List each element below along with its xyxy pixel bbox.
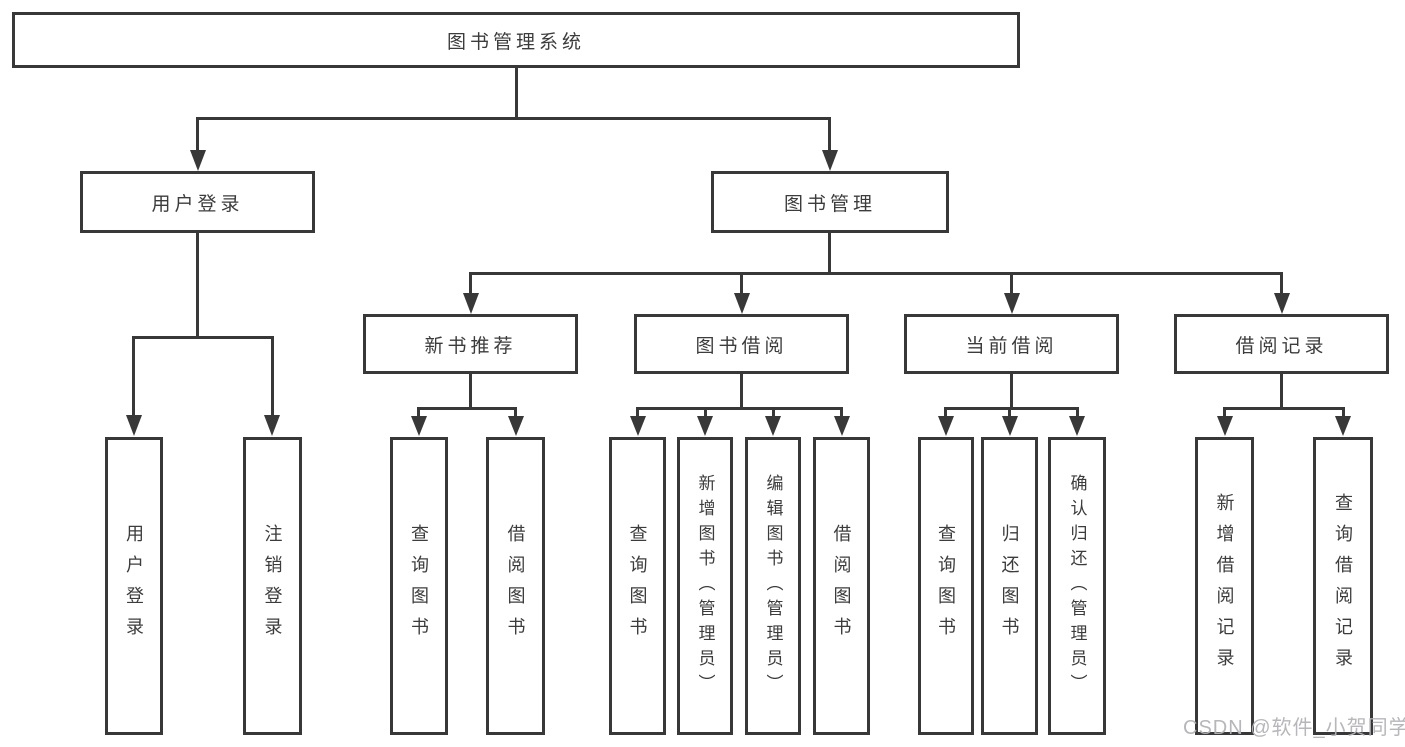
connector-line	[271, 336, 274, 416]
leaf-logout: 注销登录	[243, 437, 302, 735]
arrow-head-icon	[463, 293, 479, 314]
leaf-label: 借阅图书	[505, 524, 526, 648]
connector-line	[1280, 374, 1283, 407]
arrow-head-icon	[1004, 293, 1020, 314]
connector-line	[1342, 407, 1345, 417]
leaf-label: 查询借阅记录	[1333, 493, 1353, 679]
arrow-head-icon	[1002, 416, 1018, 436]
leaf-label: 注销登录	[262, 524, 283, 648]
node-label: 借阅记录	[1235, 335, 1328, 357]
arrow-head-icon	[1069, 416, 1085, 436]
leaf-label: 归还图书	[999, 524, 1020, 648]
csdn-watermark: CSDN @软件_小贺同学	[1183, 717, 1405, 739]
leaf-query-books: 查询图书	[390, 437, 448, 735]
connector-line	[1010, 374, 1013, 407]
node-new-book-recommendation: 新书推荐	[363, 314, 578, 374]
leaf-user-login: 用户登录	[105, 437, 163, 735]
leaf-borrow-books: 借阅图书	[486, 437, 545, 735]
node-book-borrowing: 图书借阅	[634, 314, 849, 374]
arrow-head-icon	[630, 416, 646, 436]
connector-line	[514, 407, 517, 417]
connector-line	[636, 407, 639, 417]
leaf-query-books: 查询图书	[609, 437, 666, 735]
leaf-query-borrow-record: 查询借阅记录	[1313, 437, 1373, 735]
connector-line	[132, 336, 135, 416]
connector-line	[1008, 407, 1011, 417]
leaf-label: 确认归还（管理员）	[1067, 473, 1087, 699]
leaf-label: 用户登录	[124, 524, 144, 648]
leaf-query-books: 查询图书	[918, 437, 974, 735]
connector-line	[772, 407, 775, 417]
arrow-head-icon	[1335, 416, 1351, 436]
connector-line	[828, 117, 831, 152]
connector-line	[469, 272, 1282, 275]
leaf-add-borrow-record: 新增借阅记录	[1195, 437, 1254, 735]
connector-line	[1076, 407, 1079, 417]
node-label: 图书借阅	[695, 335, 788, 357]
leaf-add-books-admin: 新增图书（管理员）	[677, 437, 733, 735]
leaf-edit-books-admin: 编辑图书（管理员）	[745, 437, 801, 735]
node-label: 当前借阅	[965, 335, 1058, 357]
connector-line	[1280, 272, 1283, 294]
connector-line	[196, 233, 199, 336]
leaf-confirm-return-admin: 确认归还（管理员）	[1048, 437, 1106, 735]
connector-line	[196, 117, 199, 152]
leaf-label: 查询图书	[627, 524, 648, 648]
connector-line	[515, 68, 518, 120]
connector-line	[828, 233, 831, 272]
node-label: 图书管理系统	[446, 31, 585, 53]
connector-line	[417, 407, 517, 410]
connector-line	[196, 117, 831, 120]
connector-line	[740, 374, 743, 407]
arrow-head-icon	[765, 416, 781, 436]
connector-line	[469, 272, 472, 294]
connector-line	[1223, 407, 1226, 417]
leaf-label: 借阅图书	[831, 524, 852, 648]
connector-line	[636, 407, 843, 410]
connector-line	[740, 272, 743, 294]
arrow-head-icon	[508, 416, 524, 436]
node-user-login: 用户登录	[80, 171, 315, 233]
arrow-head-icon	[938, 416, 954, 436]
connector-line	[469, 374, 472, 407]
leaf-label: 新增借阅记录	[1214, 493, 1235, 679]
leaf-return-books: 归还图书	[981, 437, 1038, 735]
connector-line	[132, 336, 273, 339]
arrow-head-icon	[697, 416, 713, 436]
connector-line	[1010, 272, 1013, 294]
arrow-head-icon	[190, 150, 206, 171]
arrow-head-icon	[834, 416, 850, 436]
node-book-management: 图书管理	[711, 171, 949, 233]
leaf-label: 查询图书	[409, 524, 429, 648]
node-current-borrowing: 当前借阅	[904, 314, 1119, 374]
arrow-head-icon	[1217, 416, 1233, 436]
arrow-head-icon	[1274, 293, 1290, 314]
arrow-head-icon	[264, 415, 280, 436]
leaf-label: 新增图书（管理员）	[695, 473, 715, 699]
leaf-label: 编辑图书（管理员）	[763, 473, 783, 699]
node-label: 新书推荐	[424, 335, 517, 357]
connector-line	[944, 407, 947, 417]
arrow-head-icon	[822, 150, 838, 171]
leaf-label: 查询图书	[936, 524, 956, 648]
connector-line	[704, 407, 707, 417]
node-label: 用户登录	[151, 193, 244, 215]
connector-line	[944, 407, 1078, 410]
node-borrowing-records: 借阅记录	[1174, 314, 1389, 374]
node-library-management-system: 图书管理系统	[12, 12, 1020, 68]
arrow-head-icon	[734, 293, 750, 314]
leaf-borrow-books: 借阅图书	[813, 437, 870, 735]
connector-line	[840, 407, 843, 417]
connector-line	[1223, 407, 1345, 410]
connector-line	[417, 407, 420, 417]
arrow-head-icon	[411, 416, 427, 436]
node-label: 图书管理	[783, 193, 876, 215]
arrow-head-icon	[126, 415, 142, 436]
